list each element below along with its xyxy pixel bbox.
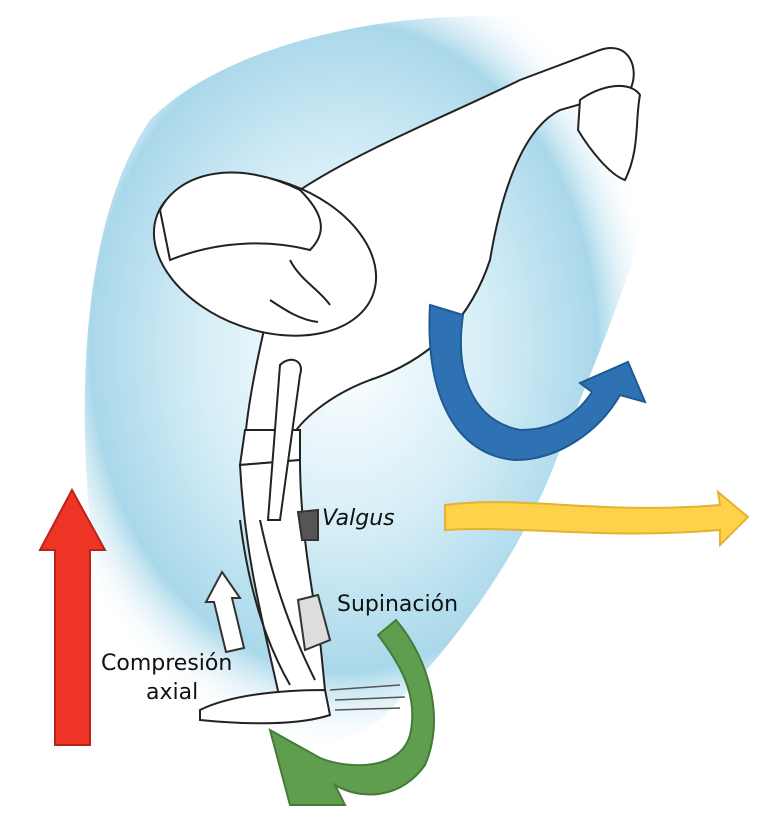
- rotation-arrow-blue: [428, 303, 647, 462]
- compression-arrow-red: [38, 487, 107, 746]
- radius-bone: [239, 519, 291, 686]
- supination-force-marker: [296, 593, 332, 652]
- blue-background-glow: [84, 16, 662, 754]
- compression-label-line1: Compresión: [101, 651, 233, 676]
- child-figure: [152, 47, 642, 725]
- lateral-force-arrow-yellow: [444, 489, 750, 548]
- ground-shadow: [329, 684, 406, 711]
- compression-label-line2: axial: [146, 680, 199, 705]
- hair: [158, 171, 322, 262]
- valgus-label: Valgus: [322, 506, 395, 531]
- valgus-force-marker: [296, 508, 319, 541]
- face-detail: [269, 259, 331, 323]
- raised-hand: [576, 84, 642, 182]
- ulna-bone: [259, 519, 316, 681]
- axial-compression-small-arrow: [204, 570, 246, 654]
- hand-on-ground: [199, 688, 332, 725]
- supination-label: Supinación: [337, 592, 459, 617]
- torso: [243, 47, 635, 441]
- supination-arrow-green: [268, 618, 435, 806]
- humerus-bone: [266, 358, 302, 521]
